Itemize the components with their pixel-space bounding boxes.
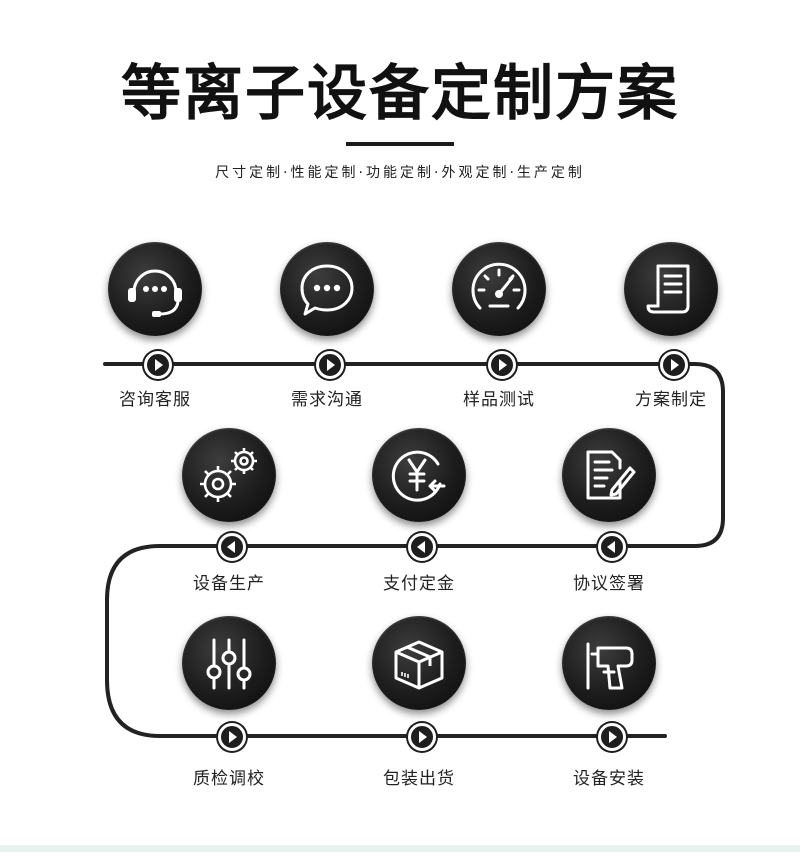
step-label: 方案制定 xyxy=(635,390,707,410)
flow-node-left xyxy=(218,533,246,561)
page-subtitle: 尺寸定制·性能定制·功能定制·外观定制·生产定制 xyxy=(215,165,585,181)
flow-node-left xyxy=(408,533,436,561)
chat-bubble-icon xyxy=(280,242,374,336)
footer-strip xyxy=(0,845,800,852)
document-scroll-icon xyxy=(624,242,718,336)
package-box-icon xyxy=(372,616,466,710)
step-label: 样品测试 xyxy=(463,390,535,410)
step-label: 设备生产 xyxy=(193,574,265,594)
flow-node-right xyxy=(144,351,172,379)
yen-payment-icon xyxy=(372,428,466,522)
flow-node-right xyxy=(218,723,246,751)
step-label: 协议签署 xyxy=(573,574,645,594)
title-underline xyxy=(346,142,454,146)
page-title: 等离子设备定制方案 xyxy=(121,59,679,129)
sliders-icon xyxy=(182,616,276,710)
flow-node-right xyxy=(598,723,626,751)
flow-node-left xyxy=(598,533,626,561)
headset-icon xyxy=(108,242,202,336)
step-label: 包装出货 xyxy=(383,769,455,789)
step-label: 需求沟通 xyxy=(291,390,363,410)
step-label: 设备安装 xyxy=(573,769,645,789)
drill-icon xyxy=(562,616,656,710)
step-label: 咨询客服 xyxy=(119,390,191,410)
step-label: 质检调校 xyxy=(193,769,265,789)
flow-node-right xyxy=(488,351,516,379)
step-label: 支付定金 xyxy=(383,574,455,594)
flow-node-right xyxy=(660,351,688,379)
flow-node-right xyxy=(408,723,436,751)
gears-icon xyxy=(182,428,276,522)
flow-node-right xyxy=(316,351,344,379)
sign-document-icon xyxy=(562,428,656,522)
gauge-icon xyxy=(452,242,546,336)
